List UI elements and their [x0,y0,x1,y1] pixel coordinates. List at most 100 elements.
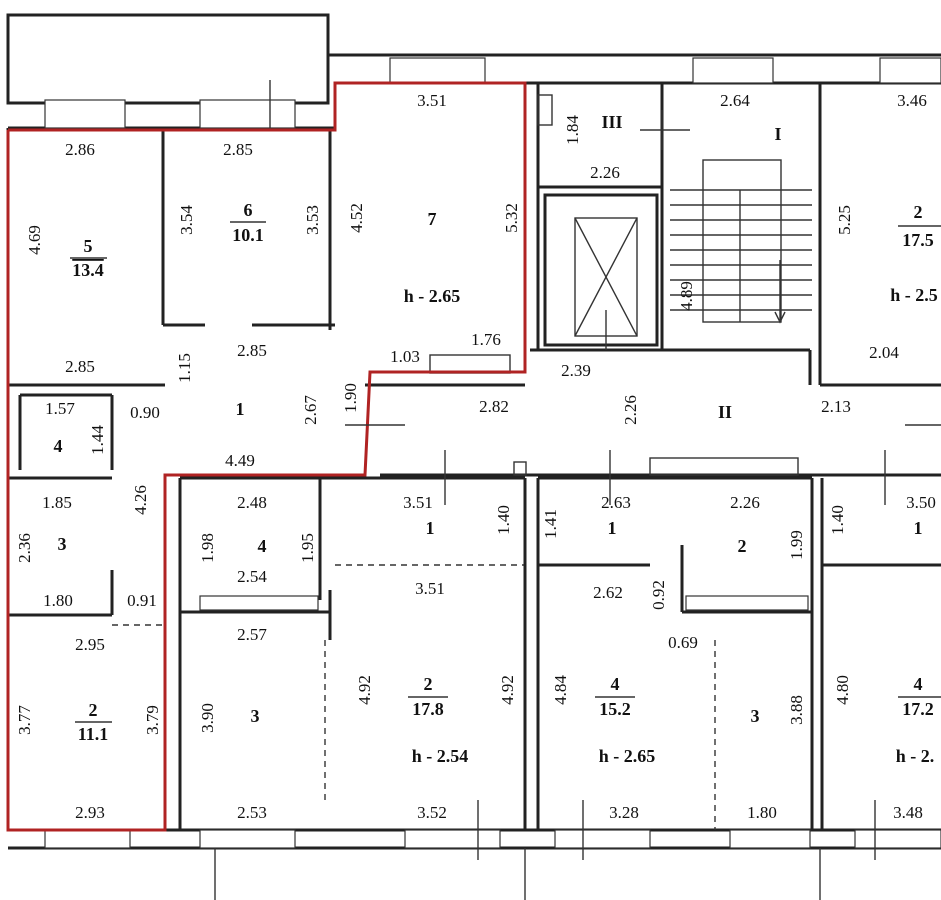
dim-label: 2.85 [65,357,95,376]
dim-label: 1.03 [390,347,420,366]
dim-label: 2.85 [223,140,253,159]
dim-label: 5.32 [502,203,521,233]
apt2-room-2-number: 2 [424,674,433,694]
dim-label: 5.25 [835,205,854,235]
dim-label: 1.76 [471,330,501,349]
dim-label: 1.41 [541,509,560,539]
dim-label: 3.48 [893,803,923,822]
dim-label: 3.51 [417,91,447,110]
room-2-left-area: 11.1 [78,724,109,744]
dim-label: 2.39 [561,361,591,380]
dim-label: 4.52 [347,203,366,233]
corridor-II-label: II [718,402,732,422]
dim-label: 2.48 [237,493,267,512]
dim-label: 1.99 [787,530,806,560]
apt2-room-2-area: 17.8 [412,699,444,719]
apt3-room-1-number: 1 [608,518,617,538]
room-labels: 5 13.4 6 10.1 7 h - 2.65 4 3 2 11.1 1 II… [54,112,941,766]
dim-label: 2.36 [15,533,34,563]
dim-label: 3.79 [143,705,162,735]
dim-label: 1.98 [198,533,217,563]
room-6-area: 10.1 [232,225,264,245]
apt4-room-1-number: 1 [914,518,923,538]
dim-label: 3.51 [403,493,433,512]
room-4-left-number: 4 [54,436,63,456]
apt2-height: h - 2.54 [412,746,469,766]
apt2-room-1-number: 1 [426,518,435,538]
apt2-room-4-number: 4 [258,536,267,556]
dim-label: 2.64 [720,91,750,110]
dim-label: 2.67 [301,395,320,425]
staircase [670,159,812,324]
dim-label: 1.85 [42,493,72,512]
room-5-number: 5 [84,236,93,256]
dim-label: 3.54 [177,205,196,235]
dimension-labels: 2.86 2.85 3.51 2.64 3.46 2.26 2.85 2.85 … [42,91,936,822]
dim-label: 4.80 [833,675,852,705]
dim-label: 3.53 [303,205,322,235]
dim-label: 0.90 [130,403,160,422]
dim-label: 2.82 [479,397,509,416]
dim-label: 2.54 [237,567,267,586]
apt2-room-3-number: 3 [251,706,260,726]
apt3-room-4-area: 15.2 [599,699,631,719]
dim-label: 3.46 [897,91,927,110]
dim-label: 0.91 [127,591,157,610]
dim-label: 4.26 [131,485,150,515]
dim-label: 1.84 [563,115,582,145]
dim-label: 2.63 [601,493,631,512]
vertical-dimension-labels: 4.69 3.54 3.53 4.52 5.32 1.84 5.25 4.89 … [15,115,854,735]
dimension-ticks [345,110,941,860]
highlighted-apartment-outline [6,81,527,832]
hall-1-number: 1 [236,399,245,419]
apt3-room-2-number: 2 [738,536,747,556]
apt3-room-4-number: 4 [611,674,620,694]
apt4-height: h - 2. [896,746,935,766]
dim-label: 2.04 [869,343,899,362]
room-6-number: 6 [244,200,253,220]
dim-label: 2.26 [730,493,760,512]
dim-label: 1.40 [494,505,513,535]
dim-label: 2.85 [237,341,267,360]
room-5-area: 13.4 [72,260,104,280]
dim-label: 4.49 [225,451,255,470]
dim-label: 0.92 [649,580,668,610]
dim-label: 1.57 [45,399,75,418]
dim-label: 1.80 [747,803,777,822]
right-top-room-number: 2 [914,202,923,222]
room-7-number: 7 [428,209,437,229]
dim-label: 2.57 [237,625,267,644]
dim-label: 2.13 [821,397,851,416]
dim-label: 4.84 [551,675,570,705]
dim-label: 3.52 [417,803,447,822]
dim-label: 0.69 [668,633,698,652]
dim-label: 3.51 [415,579,445,598]
dim-label: 2.26 [590,163,620,182]
right-top-room-height: h - 2.5 [890,285,938,305]
room-III-label: III [601,112,622,132]
dim-label: 1.44 [88,425,107,455]
room-3-left-number: 3 [58,534,67,554]
dim-label: 1.40 [828,505,847,535]
stair-I-label: I [774,124,781,144]
apt3-height: h - 2.65 [599,746,656,766]
right-top-room-area: 17.5 [902,230,934,250]
dim-label: 2.86 [65,140,95,159]
apt3-room-3-number: 3 [751,706,760,726]
room-2-left-number: 2 [89,700,98,720]
apt4-room-4-area: 17.2 [902,699,934,719]
dim-label: 1.15 [175,353,194,383]
dim-label: 2.53 [237,803,267,822]
dim-label: 3.28 [609,803,639,822]
dim-label: 3.77 [15,705,34,735]
dim-label: 4.89 [677,281,696,311]
dim-label: 4.92 [355,675,374,705]
dim-label: 1.95 [298,533,317,563]
dim-label: 4.69 [25,225,44,255]
dim-label: 1.90 [341,383,360,413]
dim-label: 4.92 [498,675,517,705]
apt4-room-4-number: 4 [914,674,923,694]
dim-label: 3.88 [787,695,806,725]
dim-label: 3.90 [198,703,217,733]
